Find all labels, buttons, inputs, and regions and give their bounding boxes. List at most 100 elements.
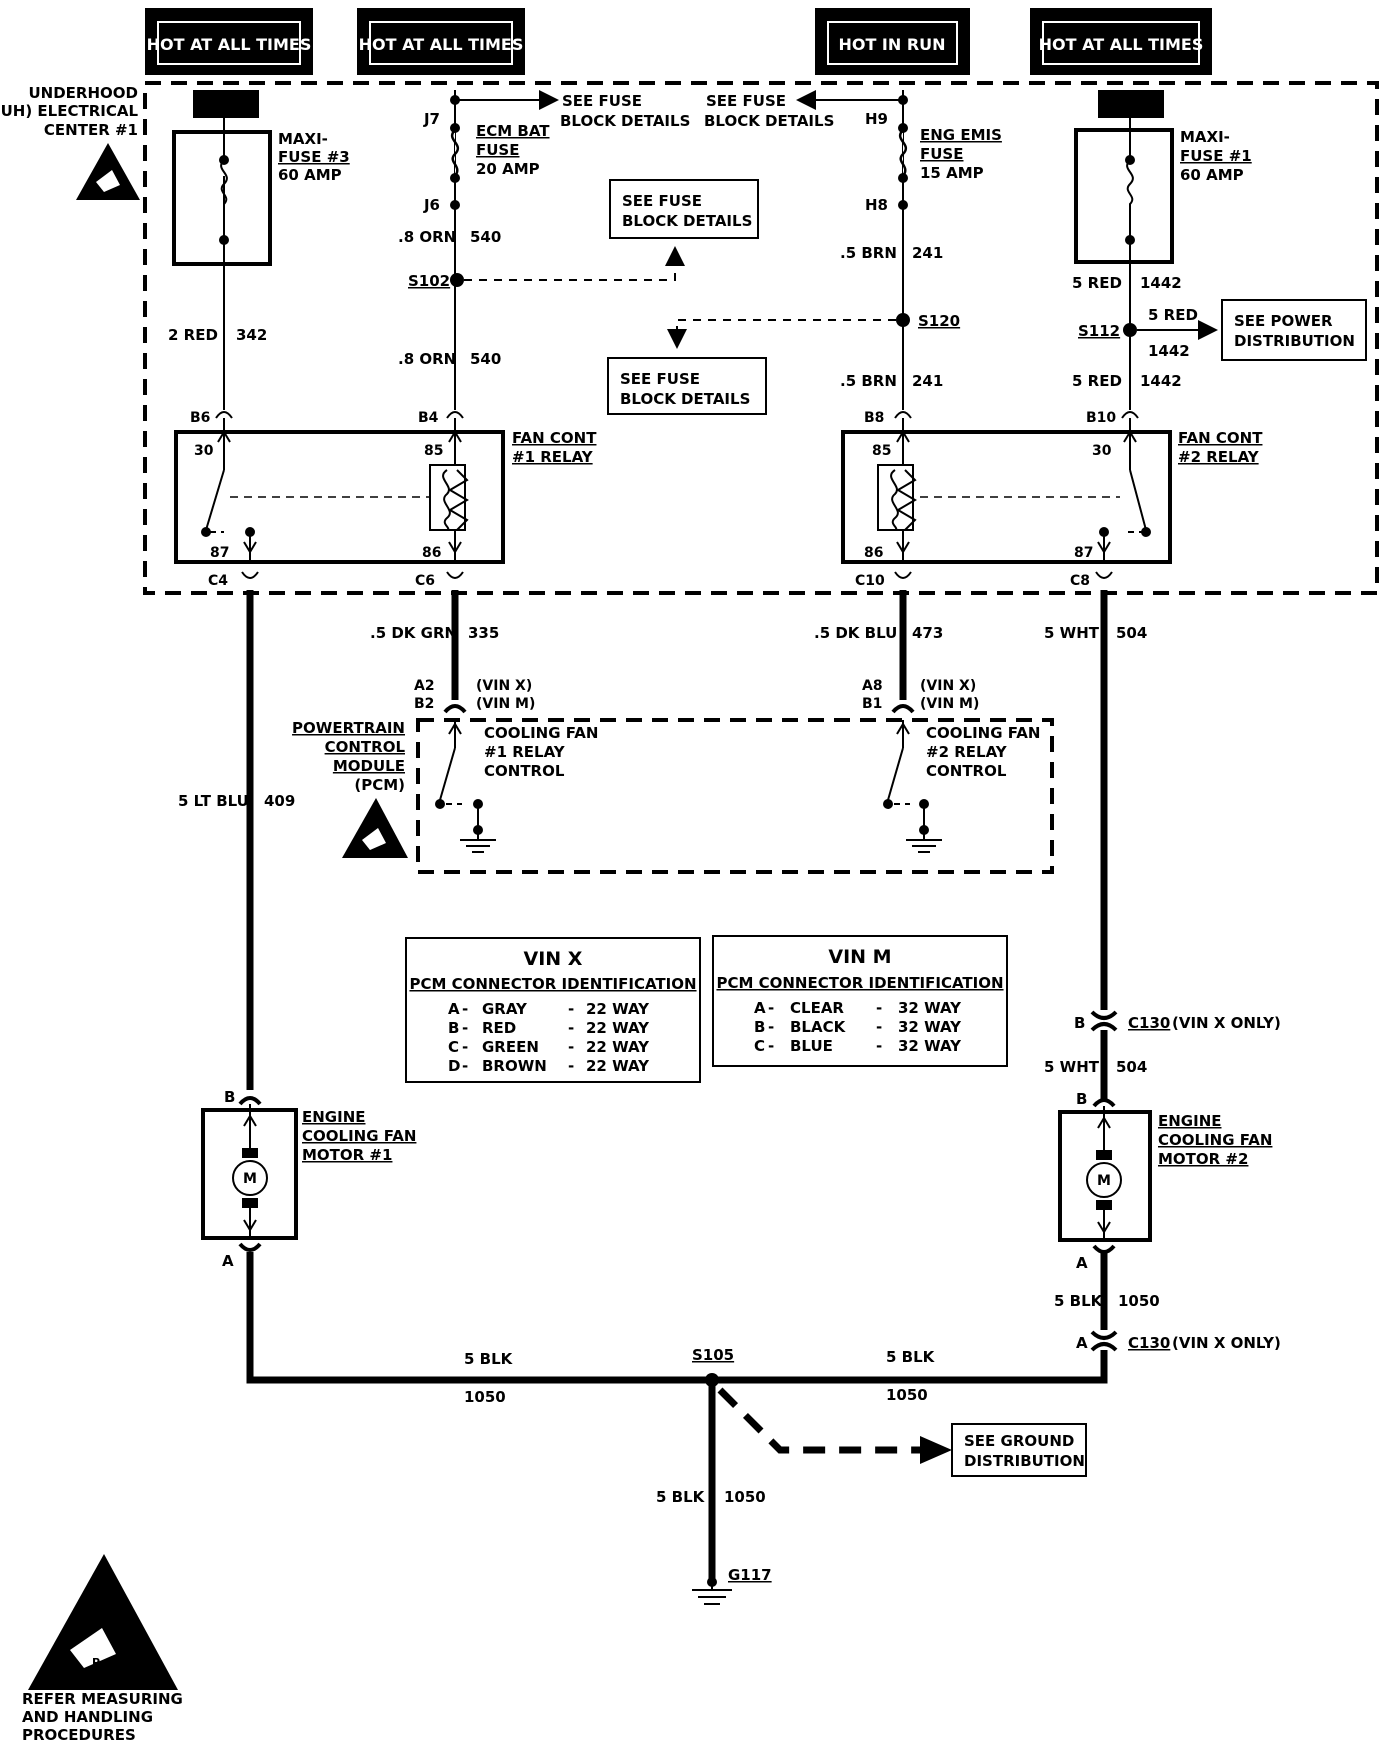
svg-text:87: 87: [1074, 545, 1093, 561]
svg-text:22 WAY: 22 WAY: [586, 1000, 650, 1018]
svg-text:PROCEDURES: PROCEDURES: [22, 1726, 136, 1744]
svg-text:30: 30: [1092, 443, 1112, 459]
maxi-fuse-3-box: [172, 130, 272, 266]
svg-text:-: -: [876, 1037, 882, 1055]
header-label: HOT AT ALL TIMES: [1039, 35, 1204, 54]
svg-text:MOTOR #2: MOTOR #2: [1158, 1150, 1248, 1168]
svg-text:SEE FUSE: SEE FUSE: [706, 92, 786, 110]
svg-text:CONTROL: CONTROL: [484, 762, 565, 780]
svg-text:RED: RED: [482, 1019, 516, 1037]
vin-m-row: A - CLEAR - 32 WAY: [754, 999, 962, 1017]
see-fuse-ref-2: SEE FUSE BLOCK DETAILS: [704, 92, 834, 130]
svg-text:B: B: [448, 1019, 459, 1037]
svg-text:(VIN X ONLY): (VIN X ONLY): [1172, 1334, 1281, 1352]
svg-text:FAN CONT: FAN CONT: [512, 429, 597, 447]
svg-text:CONTROL: CONTROL: [926, 762, 1007, 780]
header-hot-at-all-times-1: HOT AT ALL TIMES: [145, 8, 313, 75]
svg-text:86: 86: [864, 545, 883, 561]
svg-text:(VIN X): (VIN X): [920, 678, 976, 694]
svg-text:G117: G117: [728, 1566, 772, 1584]
svg-text:86: 86: [422, 545, 441, 561]
svg-text:FUSE #3: FUSE #3: [278, 148, 350, 166]
wire-8orn-bottom: .8 ORN: [398, 350, 456, 368]
pcm-switch-2: COOLING FAN #2 RELAY CONTROL: [883, 720, 1040, 853]
svg-text:B2: B2: [414, 696, 434, 712]
wire-5red-branch: 5 RED: [1148, 306, 1198, 324]
header-hot-at-all-times-4: HOT AT ALL TIMES: [1030, 8, 1212, 75]
svg-text:S112: S112: [1078, 322, 1120, 340]
svg-text:FUSE: FUSE: [920, 145, 963, 163]
svg-text:30: 30: [194, 443, 214, 459]
svg-text:B: B: [224, 1088, 235, 1106]
svg-text:C130: C130: [1128, 1014, 1170, 1032]
svg-text:-: -: [768, 1018, 774, 1036]
ecm-fuse-out-pin: J6: [423, 196, 440, 214]
svg-text:CLEAR: CLEAR: [790, 999, 844, 1017]
motor-1-icon: [232, 1160, 268, 1196]
fan-cont-1-connectors: C4 C6: [208, 571, 464, 589]
svg-text:B8: B8: [864, 410, 884, 426]
svg-text:SEE FUSE: SEE FUSE: [622, 192, 702, 210]
circuit-241-bottom: 241: [912, 372, 943, 390]
svg-text:BLUE: BLUE: [790, 1037, 833, 1055]
wire-2red: 2 RED: [168, 326, 218, 344]
underhood-label: UNDERHOOD (UH) ELECTRICAL CENTER #1: [0, 84, 138, 139]
svg-text:C8: C8: [1070, 573, 1090, 589]
header-label: HOT AT ALL TIMES: [147, 35, 312, 54]
svg-text:BLACK: BLACK: [790, 1018, 847, 1036]
svg-text:-: -: [876, 999, 882, 1017]
maxi-fuse-3-label: MAXI- FUSE #3 60 AMP: [278, 130, 350, 184]
svg-text:-: -: [462, 1038, 468, 1056]
svg-text:C130: C130: [1128, 1334, 1170, 1352]
svg-text:CENTER #1: CENTER #1: [44, 121, 138, 139]
vin-x-row: C - GREEN - 22 WAY: [448, 1038, 650, 1056]
esd-warning-icon: [76, 143, 140, 200]
svg-text:CONTROL: CONTROL: [325, 738, 406, 756]
wire-5red-bottom: 5 RED: [1072, 372, 1122, 390]
svg-text:#1 RELAY: #1 RELAY: [512, 448, 594, 466]
fan-cont-2-connectors: C10 C8: [855, 571, 1113, 589]
svg-text:-: -: [876, 1018, 882, 1036]
splice-s102: [450, 273, 464, 287]
svg-text:C4: C4: [208, 573, 228, 589]
svg-text:60 AMP: 60 AMP: [278, 166, 342, 184]
esd-note: REFER MEASURING AND HANDLING PROCEDURES: [22, 1690, 183, 1744]
ground-g117: G117: [692, 1566, 772, 1605]
svg-text:-: -: [568, 1038, 574, 1056]
circuit-342: 342: [236, 326, 267, 344]
svg-text:POWERTRAIN: POWERTRAIN: [292, 719, 405, 737]
svg-text:COOLING FAN: COOLING FAN: [484, 724, 598, 742]
svg-text:UNDERHOOD: UNDERHOOD: [29, 84, 139, 102]
svg-text:C6: C6: [415, 573, 435, 589]
svg-text:-: -: [768, 999, 774, 1017]
svg-text:85: 85: [872, 443, 891, 459]
engine-cooling-fan-motor-1: B M A ENGINE COOLING FAN MOTOR #1: [201, 1088, 416, 1270]
svg-text:-: -: [568, 1057, 574, 1075]
svg-text:(VIN X): (VIN X): [476, 678, 532, 694]
svg-text:MOTOR #1: MOTOR #1: [302, 1146, 392, 1164]
svg-text:D: D: [448, 1057, 460, 1075]
svg-text:SEE FUSE: SEE FUSE: [620, 370, 700, 388]
vin-x-table: VIN X PCM CONNECTOR IDENTIFICATION A - G…: [405, 937, 701, 1083]
wire-5brn-top: .5 BRN: [840, 244, 897, 262]
svg-text:M: M: [1097, 1173, 1111, 1189]
circuit-1442-branch: 1442: [1148, 342, 1190, 360]
maxi-fuse-1-terminal: [1098, 90, 1164, 118]
svg-text:ENG EMIS: ENG EMIS: [920, 126, 1002, 144]
svg-text:60 AMP: 60 AMP: [1180, 166, 1244, 184]
svg-text:ENGINE: ENGINE: [1158, 1112, 1222, 1130]
ecm-fuse-in-pin: J7: [423, 110, 440, 128]
splice-s112: [1123, 323, 1137, 337]
svg-text:FAN CONT: FAN CONT: [1178, 429, 1263, 447]
svg-text:A: A: [1076, 1334, 1088, 1352]
svg-text:ECM BAT: ECM BAT: [476, 122, 550, 140]
svg-text:32 WAY: 32 WAY: [898, 1018, 962, 1036]
svg-text:A2: A2: [414, 678, 435, 694]
esd-handling-icon: P: [28, 1554, 178, 1690]
maxi-fuse-1-label: MAXI- FUSE #1 60 AMP: [1180, 128, 1252, 184]
svg-text:B10: B10: [1086, 410, 1116, 426]
circuit-1050-mid: 1050: [886, 1386, 928, 1404]
svg-text:MAXI-: MAXI-: [1180, 128, 1230, 146]
wire-5red-top: 5 RED: [1072, 274, 1122, 292]
maxi-fuse-1-box: [1074, 128, 1174, 264]
